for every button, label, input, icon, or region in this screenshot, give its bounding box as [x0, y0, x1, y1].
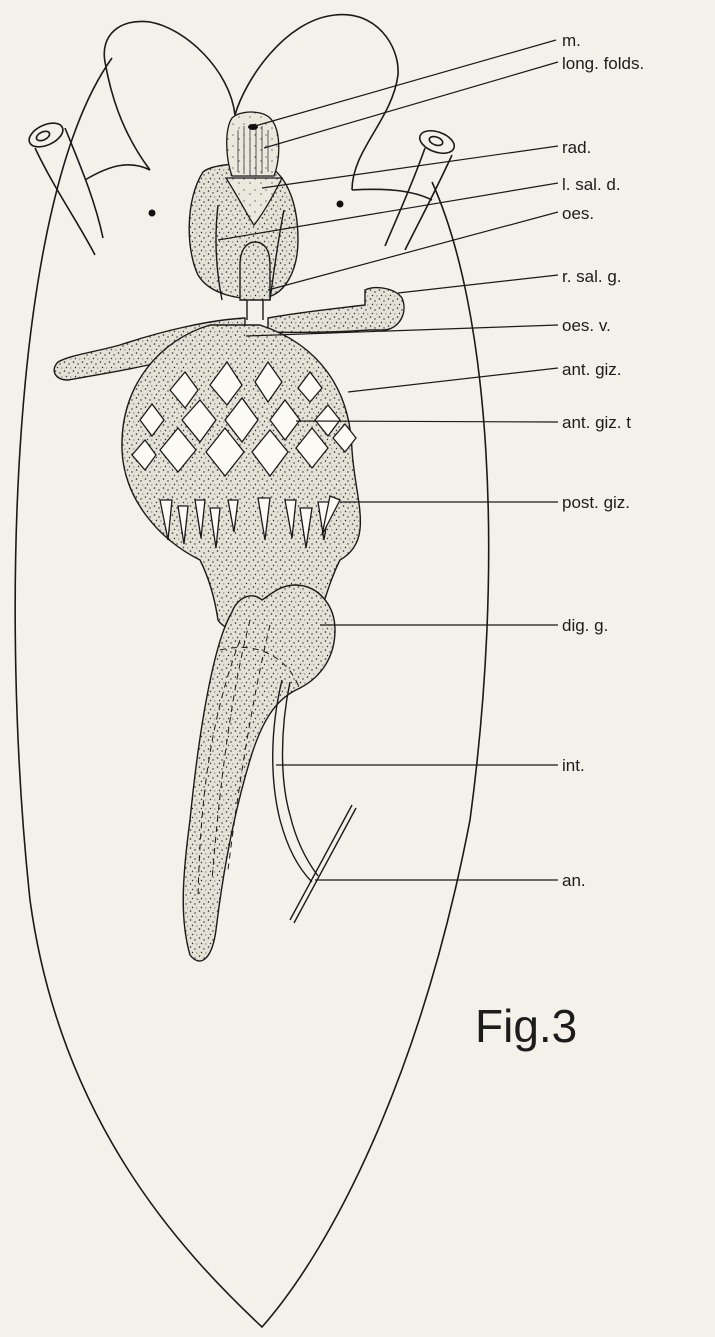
figure-number: Fig.3: [475, 1000, 577, 1052]
oesophageal-connector: [247, 300, 263, 320]
label-long-folds: long. folds.: [562, 54, 644, 73]
leader-long-folds: [264, 62, 558, 148]
leader-rad: [262, 146, 558, 188]
leader-r-sal-g: [398, 275, 558, 293]
mouth-opening: [248, 124, 258, 130]
head-line-left: [85, 165, 150, 180]
leader-ant-giz: [348, 368, 558, 392]
anal-duct: [290, 805, 356, 923]
right-eye: [337, 201, 344, 208]
leader-m: [255, 40, 556, 126]
label-ant-giz-t: ant. giz. t: [562, 413, 631, 432]
intestine: [273, 680, 312, 882]
label-post-giz: post. giz.: [562, 493, 630, 512]
label-oes-v: oes. v.: [562, 316, 611, 335]
label-r-sal-g: r. sal. g.: [562, 267, 622, 286]
intestine-wall: [283, 682, 319, 876]
label-dig-g: dig. g.: [562, 616, 608, 635]
right-salivary-gland: [268, 288, 404, 333]
leader-oes: [268, 212, 558, 290]
right-tentacle: [385, 126, 457, 250]
head-line-right: [352, 189, 432, 200]
oesophagus: [240, 242, 270, 300]
label-int: int.: [562, 756, 585, 775]
left-tentacle: [25, 118, 103, 255]
label-ant-giz: ant. giz.: [562, 360, 622, 379]
label-oes: oes.: [562, 204, 594, 223]
label-l-sal-d: l. sal. d.: [562, 175, 621, 194]
label-m: m.: [562, 31, 581, 50]
gizzard: [122, 325, 360, 635]
digestive-gland: [183, 585, 335, 961]
label-rad: rad.: [562, 138, 591, 157]
label-an: an.: [562, 871, 586, 890]
left-eye: [149, 210, 156, 217]
